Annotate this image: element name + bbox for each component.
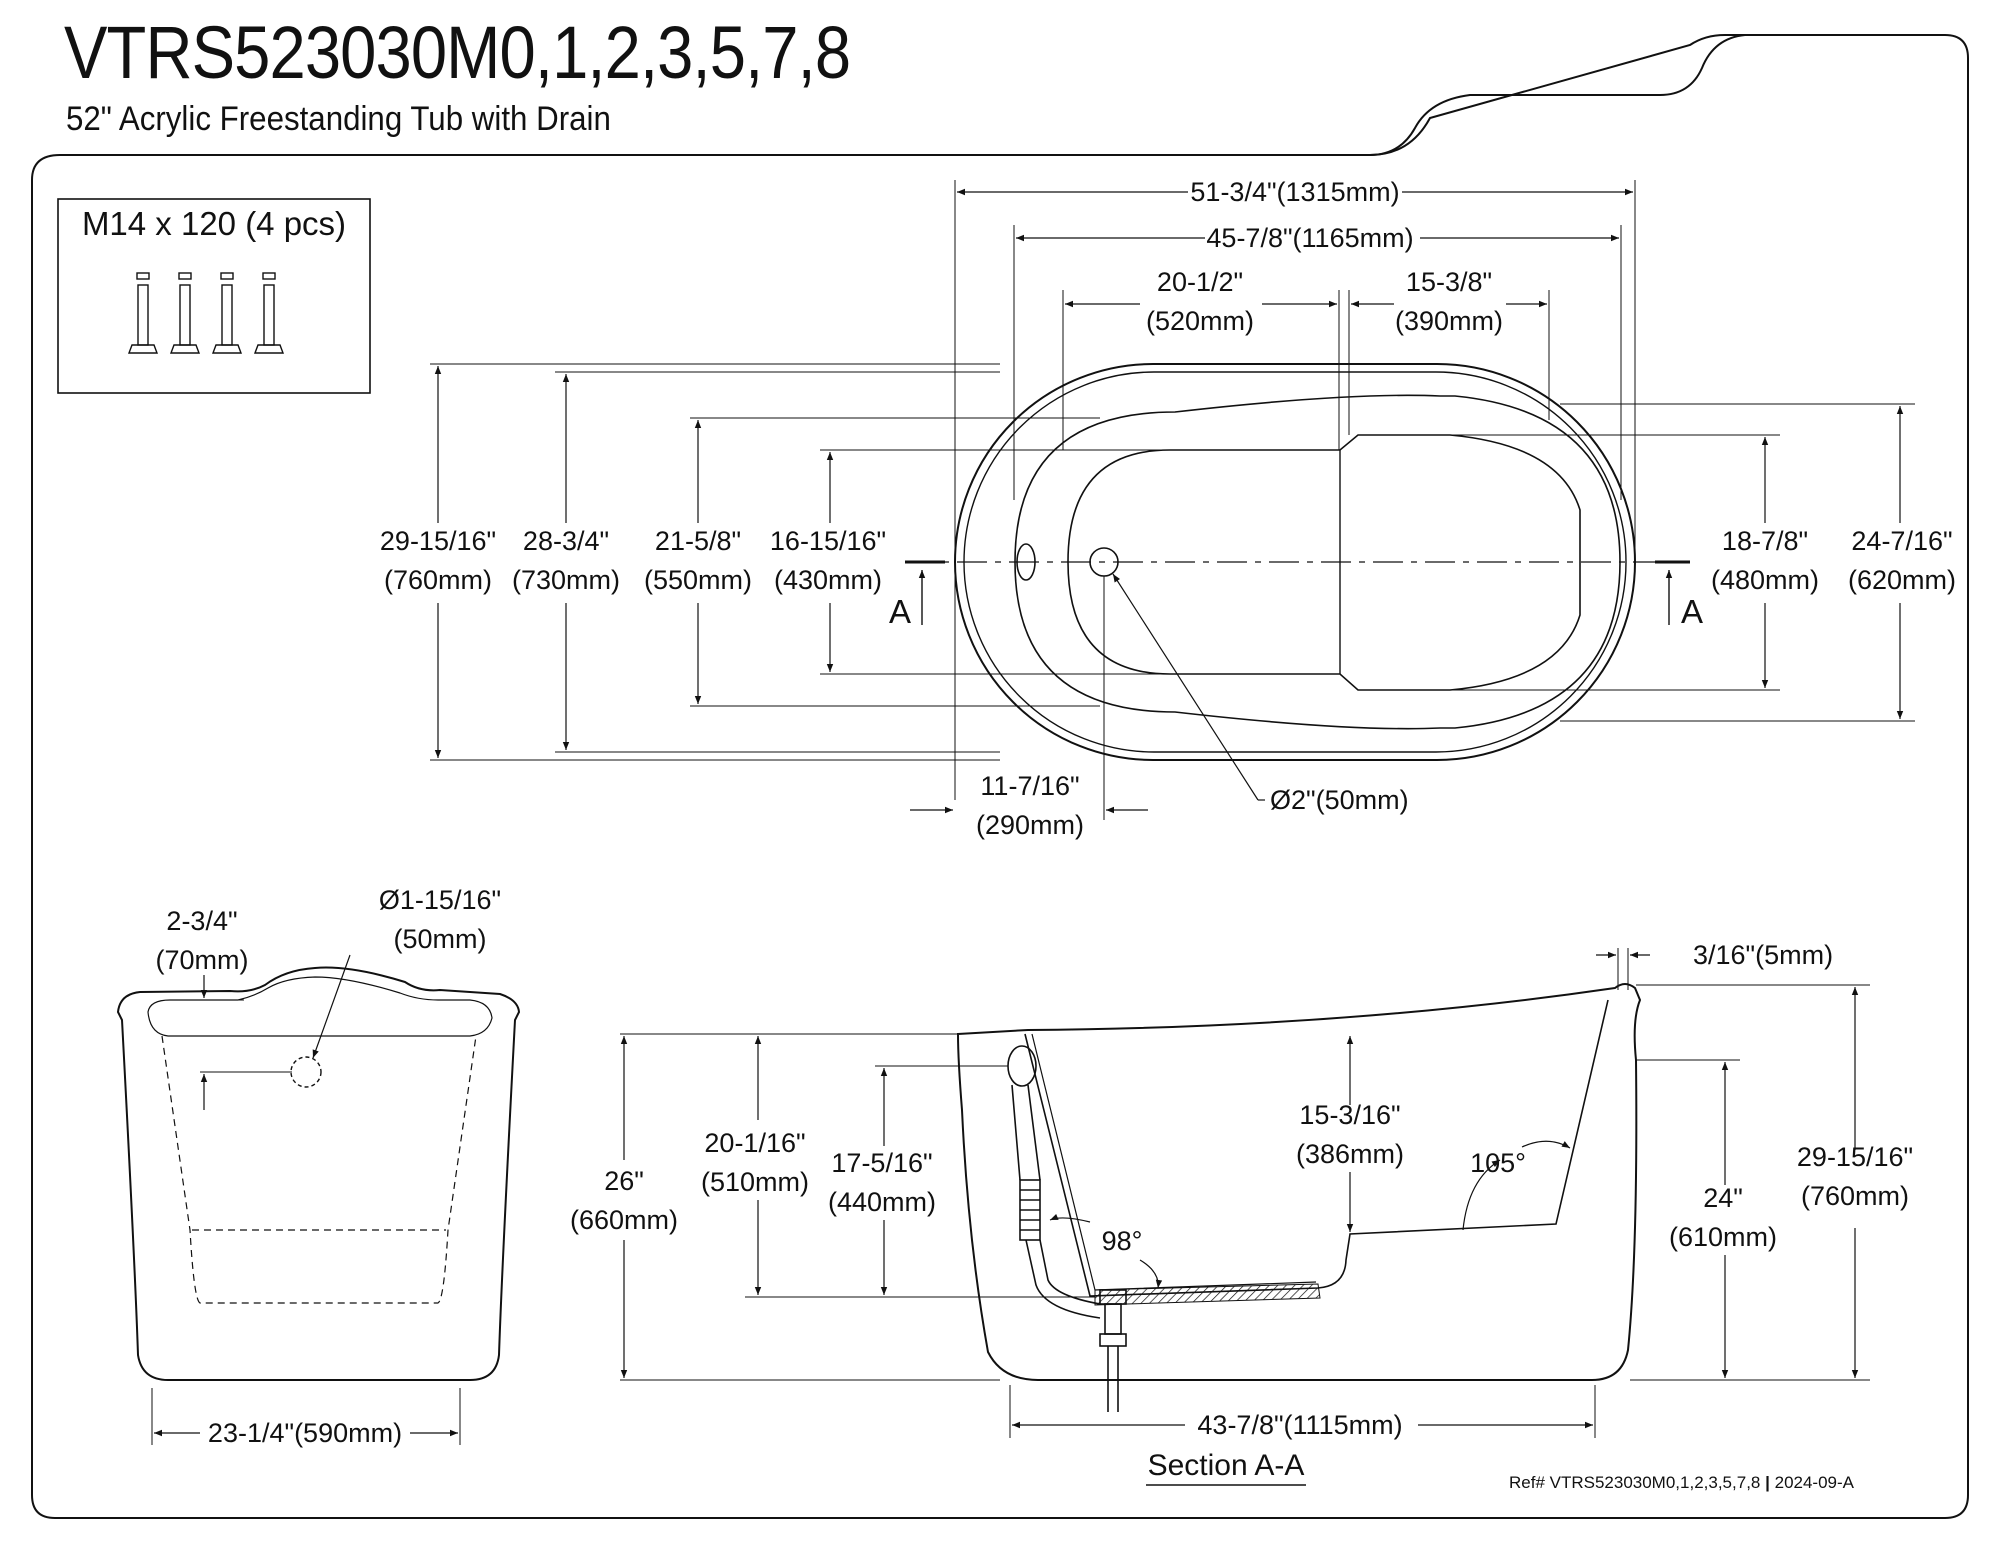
page-subtitle: 52" Acrylic Freestanding Tub with Drain [66, 100, 611, 138]
dim-seat-depth-in: 15-3/16" [1299, 1100, 1400, 1130]
hardware-label: M14 x 120 (4 pcs) [82, 205, 346, 242]
dim-drain-offset-mm: (290mm) [976, 810, 1084, 840]
dim-overflow-offset-mm: (70mm) [156, 945, 249, 975]
svg-text:Ref# VTRS523030M0,1,2,3,5,7,8: Ref# VTRS523030M0,1,2,3,5,7,8 | 2024-09-… [1509, 1473, 1855, 1492]
dim-seat-left-mm: (520mm) [1146, 306, 1254, 336]
dim-right-outer-mm: (620mm) [1848, 565, 1956, 595]
dim-seat-left-in: 20-1/2" [1157, 267, 1243, 297]
overflow-icon [290, 1056, 322, 1088]
dim-depth-inner-mm: (550mm) [644, 565, 752, 595]
dim-right-inner-mm: (480mm) [1711, 565, 1819, 595]
dim-overflow-height-in: 17-5/16" [831, 1148, 932, 1178]
dim-seat-right-mm: (390mm) [1395, 306, 1503, 336]
dim-right-inner-in: 18-7/8" [1722, 526, 1808, 556]
dim-water-depth-mm: (510mm) [701, 1167, 809, 1197]
dim-drain-offset-in: 11-7/16" [980, 771, 1079, 801]
dim-width-inner: 45-7/8"(1165mm) [1206, 223, 1413, 253]
overflow-icon [1016, 543, 1036, 581]
end-view: 2-3/4" (70mm) Ø1-15/16" (50mm) 23-1/4"(5… [116, 885, 521, 1448]
dim-water-depth-in: 20-1/16" [704, 1128, 805, 1158]
dim-overflow-height-mm: (440mm) [828, 1187, 936, 1217]
dim-height-back-mm: (760mm) [1801, 1181, 1909, 1211]
dim-height-back-in: 29-15/16" [1797, 1142, 1913, 1172]
section-mark-left: A [889, 593, 911, 630]
dim-width-overall: 51-3/4"(1315mm) [1190, 177, 1399, 207]
ref-number: Ref# VTRS523030M0,1,2,3,5,7,8 [1509, 1473, 1760, 1492]
hardware-box: M14 x 120 (4 pcs) [57, 198, 371, 394]
ref-rev: 2024-09-A [1775, 1473, 1855, 1492]
dim-height-back-inner-in: 24" [1703, 1183, 1743, 1213]
dim-overflow-dia-mm: (50mm) [394, 924, 487, 954]
section-mark-right: A [1681, 593, 1703, 630]
dim-depth-rim-mm: (730mm) [512, 565, 620, 595]
dim-depth-floor-mm: (430mm) [774, 565, 882, 595]
drain-pipe-icon [1007, 1045, 1127, 1412]
dim-height-front-mm: (660mm) [570, 1205, 678, 1235]
sheet-border [31, 34, 1969, 1519]
ref-sep: | [1765, 1473, 1770, 1492]
dim-depth-overall-in: 29-15/16" [380, 526, 496, 556]
dim-depth-rim-in: 28-3/4" [523, 526, 609, 556]
dim-angle-back: 105° [1470, 1148, 1526, 1178]
top-view: A A 51-3/4"(1315mm) 45-7/8"(1165mm) 20-1… [380, 177, 1956, 840]
section-view: 3/16"(5mm) 26" (660mm) 20-1/16" (510mm) … [570, 940, 1913, 1486]
dim-depth-floor-in: 16-15/16" [770, 526, 886, 556]
section-label: Section A-A [1148, 1449, 1305, 1482]
dim-drain-dia: Ø2"(50mm) [1270, 785, 1409, 815]
dim-depth-inner-in: 21-5/8" [655, 526, 741, 556]
dim-seat-right-in: 15-3/8" [1406, 267, 1492, 297]
dim-depth-overall-mm: (760mm) [384, 565, 492, 595]
dim-angle-front: 98° [1102, 1226, 1143, 1256]
dim-base-length: 43-7/8"(1115mm) [1197, 1410, 1402, 1440]
dim-overflow-offset-in: 2-3/4" [166, 906, 237, 936]
dim-height-back-inner-mm: (610mm) [1669, 1222, 1777, 1252]
dim-seat-depth-mm: (386mm) [1296, 1139, 1404, 1169]
page-title: VTRS523030M0,1,2,3,5,7,8 [64, 11, 851, 94]
dim-overflow-dia-in: Ø1-15/16" [379, 885, 501, 915]
footer-ref: Ref# VTRS523030M0,1,2,3,5,7,8 | 2024-09-… [1509, 1473, 1855, 1492]
dim-right-outer-in: 24-7/16" [1851, 526, 1952, 556]
dim-base-width: 23-1/4"(590mm) [208, 1418, 402, 1448]
bolt-icon [127, 272, 285, 354]
dim-rim-thickness: 3/16"(5mm) [1693, 940, 1833, 970]
dim-height-front-in: 26" [604, 1166, 644, 1196]
